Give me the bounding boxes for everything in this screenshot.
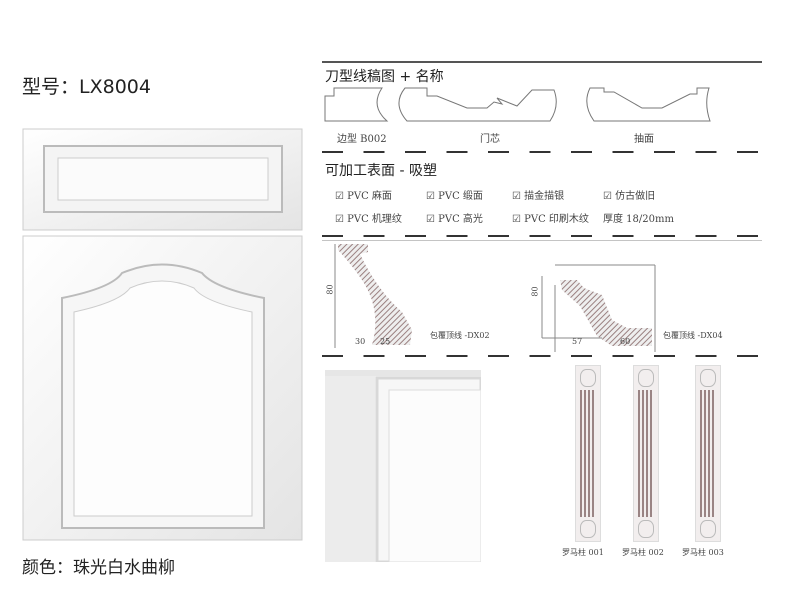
dimension: 57 bbox=[572, 337, 583, 346]
column-label: 罗马柱 001 bbox=[562, 548, 604, 557]
molding-label: 包覆顶线 -DX04 bbox=[663, 331, 723, 340]
dashed-divider bbox=[322, 355, 762, 357]
dimension: 80 bbox=[325, 284, 335, 295]
surface-option: ☑ PVC 高光 bbox=[426, 214, 483, 225]
dimension: 30 bbox=[355, 337, 366, 346]
roman-column-image bbox=[695, 365, 721, 542]
divider bbox=[322, 61, 762, 63]
surfaces-heading: 可加工表面 - 吸塑 bbox=[325, 163, 437, 179]
column-label: 罗马柱 002 bbox=[622, 548, 664, 557]
roman-column-image bbox=[575, 365, 601, 542]
molding-label: 包覆顶线 -DX02 bbox=[430, 331, 490, 340]
profile-label: 抽面 bbox=[634, 134, 654, 145]
model-number: 型号：LX8004 bbox=[22, 76, 151, 98]
color-label: 颜色：珠光白水曲柳 bbox=[22, 558, 175, 578]
molding-drawings bbox=[322, 240, 762, 352]
dashed-divider bbox=[322, 151, 762, 153]
dimension: 25 bbox=[380, 337, 391, 346]
roman-column-image bbox=[633, 365, 659, 542]
surface-option: ☑ 描金描银 bbox=[512, 191, 565, 202]
column-label: 罗马柱 003 bbox=[682, 548, 724, 557]
dimension: 80 bbox=[530, 286, 540, 297]
dimension: 60 bbox=[620, 337, 631, 346]
door-image bbox=[22, 128, 303, 541]
surface-option: ☑ 仿古做旧 bbox=[603, 191, 656, 202]
door-detail-image bbox=[325, 370, 481, 562]
surface-option: 厚度 18/20mm bbox=[603, 214, 674, 225]
profile-label: 边型 B002 bbox=[337, 134, 387, 145]
profiles-heading: 刀型线稿图 + 名称 bbox=[325, 69, 444, 85]
surface-option: ☑ PVC 麻面 bbox=[335, 191, 392, 202]
profile-drawings bbox=[324, 87, 711, 122]
profile-label: 门芯 bbox=[480, 134, 500, 145]
surface-option: ☑ PVC 机理纹 bbox=[335, 214, 402, 225]
surface-option: ☑ PVC 印刷木纹 bbox=[512, 214, 589, 225]
dashed-divider bbox=[322, 235, 762, 237]
surface-option: ☑ PVC 缎面 bbox=[426, 191, 483, 202]
